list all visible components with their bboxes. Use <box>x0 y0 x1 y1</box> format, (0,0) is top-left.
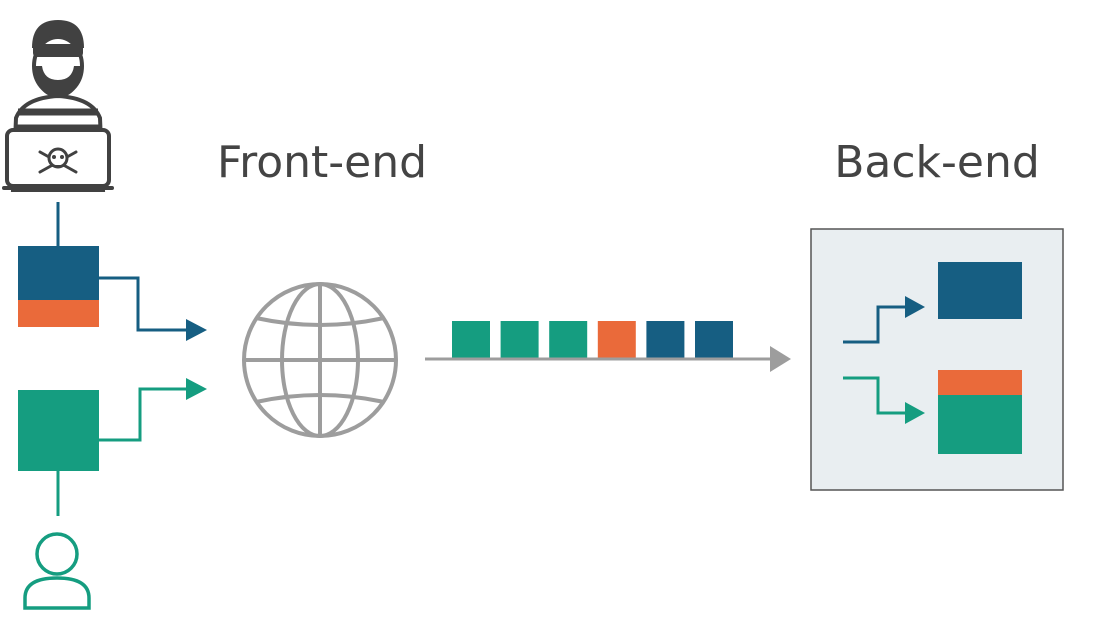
attacker-request-block <box>18 202 207 341</box>
frontend-label: Front-end <box>217 137 427 188</box>
forward-arrow-head <box>770 346 791 372</box>
queued-request-1 <box>452 321 490 359</box>
skull-crossbones-icon <box>38 147 78 174</box>
queued-request-4 <box>597 321 636 359</box>
queued-request-5 <box>646 321 685 359</box>
hacker-with-laptop-icon <box>2 20 114 192</box>
request-queue <box>452 321 733 359</box>
queued-request-3 <box>549 321 588 359</box>
user-request-block <box>18 378 207 516</box>
queued-request-2 <box>500 321 539 359</box>
backend-label: Back-end <box>834 137 1040 188</box>
queued-request-6 <box>695 321 733 359</box>
backend-server-panel <box>810 228 1064 491</box>
user-person-icon <box>23 532 91 610</box>
globe-icon <box>242 282 398 438</box>
